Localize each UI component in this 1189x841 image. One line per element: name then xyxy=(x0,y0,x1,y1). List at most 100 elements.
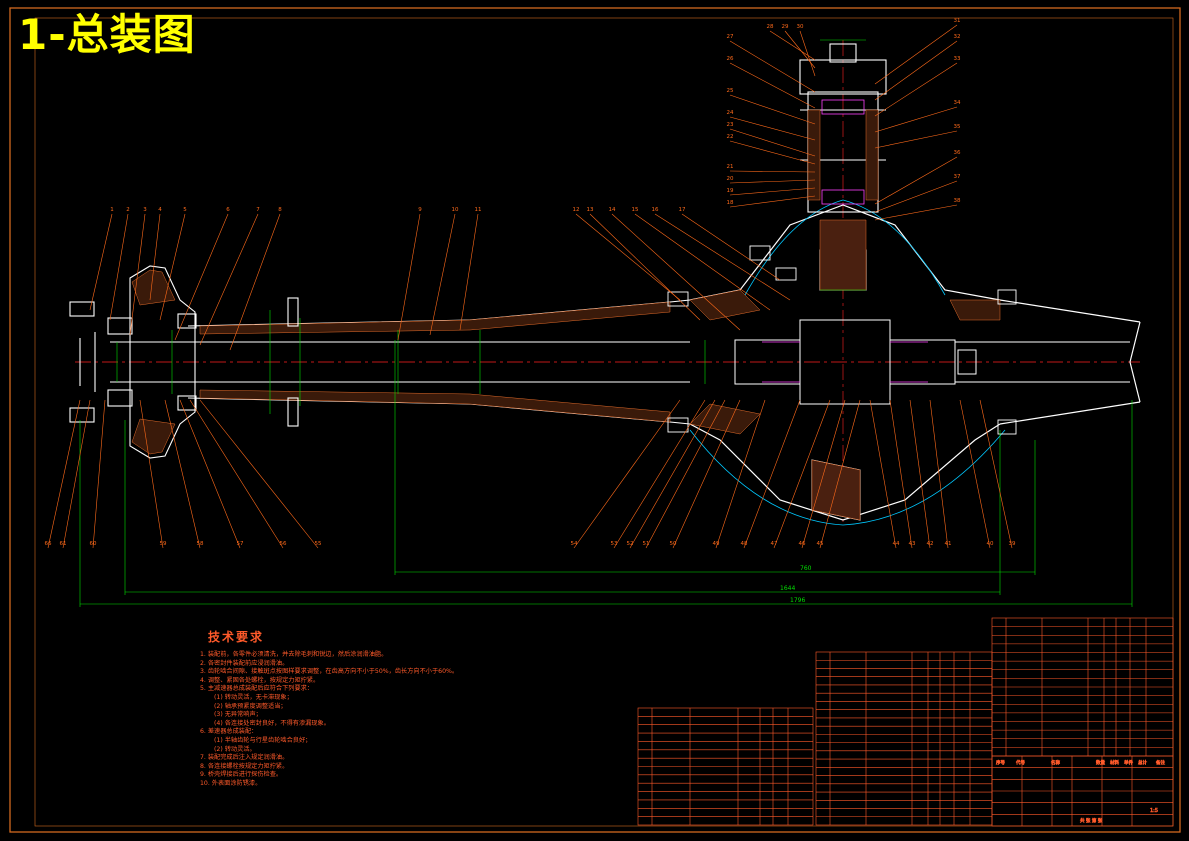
leader-line xyxy=(672,399,741,549)
part-balloon: 33 xyxy=(954,56,961,62)
leader-line xyxy=(874,180,958,213)
leader-line xyxy=(729,94,816,125)
sheet-inner-border xyxy=(34,17,1174,827)
part-balloon: 29 xyxy=(782,24,789,30)
part-balloon: 48 xyxy=(741,541,748,547)
leader-line xyxy=(139,399,164,549)
part-balloon: 4 xyxy=(158,207,162,213)
part-balloon: 30 xyxy=(797,24,804,30)
leader-line xyxy=(129,213,146,336)
leader-line xyxy=(729,195,816,208)
leader-line xyxy=(62,399,91,549)
tech-requirement-line: (3) 无异常响声； xyxy=(214,711,262,719)
part-balloon: 3 xyxy=(143,207,147,213)
leader-line xyxy=(174,213,229,341)
overall-dimension-lines xyxy=(79,340,1133,607)
part-balloon: 12 xyxy=(573,207,580,213)
part-balloon: 35 xyxy=(954,124,961,130)
leader-line xyxy=(874,40,958,101)
part-balloon: 24 xyxy=(727,110,734,116)
scale-value: 1:5 xyxy=(1150,808,1158,814)
part-balloon: 66 xyxy=(45,541,52,547)
tech-requirement-line: 4. 调整、紧固各处螺栓，按规定力矩拧紧。 xyxy=(200,676,320,684)
parts-list: 序号代号名称数量材料单件总计备注1:5共 张 第 张 xyxy=(637,617,1174,827)
part-balloon: 36 xyxy=(954,150,961,156)
tech-requirement-line: (1) 转动灵活，无卡滞现象； xyxy=(214,693,293,701)
leader-line xyxy=(611,213,741,331)
part-balloon: 9 xyxy=(418,207,422,213)
leader-line xyxy=(613,399,706,549)
leader-line xyxy=(801,399,846,549)
part-balloon: 58 xyxy=(197,541,204,547)
table-header-cell: 备注 xyxy=(1156,759,1165,766)
leader-lines xyxy=(47,24,1013,549)
leader-line xyxy=(769,30,816,61)
leader-line xyxy=(92,399,106,549)
part-balloon: 56 xyxy=(280,541,287,547)
part-balloon: 11 xyxy=(475,207,482,213)
drawing-title: 1-总装图 xyxy=(18,10,196,59)
leader-line xyxy=(573,399,681,549)
leader-line xyxy=(164,399,201,549)
leader-line xyxy=(89,213,113,311)
tech-requirement-line: (2) 转动灵活。 xyxy=(214,745,256,753)
part-balloon: 60 xyxy=(90,541,97,547)
part-balloon: 53 xyxy=(611,541,618,547)
tech-requirements-title: 技术要求 xyxy=(208,630,265,644)
axle-housing-hatch xyxy=(199,301,671,423)
part-balloon: 26 xyxy=(727,56,734,62)
housing-arc-cyan xyxy=(689,199,1006,526)
tech-requirements-list: 1. 装配前，各零件必须清洗，并去除毛刺和锐边，然后涂润滑油脂。2. 各密封件装… xyxy=(200,651,580,789)
part-balloon: 44 xyxy=(893,541,900,547)
pinion-bearings xyxy=(821,99,865,205)
leader-line xyxy=(149,213,161,301)
leader-line xyxy=(869,399,897,549)
tech-requirement-line: 9. 桥壳焊接后进行探伤检查。 xyxy=(200,771,283,779)
part-balloon: 54 xyxy=(571,541,578,547)
leader-line xyxy=(979,399,1013,549)
gear-hatch xyxy=(811,219,867,521)
leader-line xyxy=(229,213,281,351)
part-balloon: 10 xyxy=(452,207,459,213)
leader-line xyxy=(959,399,991,549)
part-balloon: 13 xyxy=(587,207,594,213)
table-header-cell: 单件 xyxy=(1124,759,1133,766)
hub-hatch xyxy=(131,269,176,455)
leader-line xyxy=(629,399,716,549)
part-balloon: 19 xyxy=(727,188,734,194)
housing-bolts xyxy=(667,245,1017,435)
part-balloon: 8 xyxy=(278,207,282,213)
leader-line xyxy=(729,40,816,93)
part-balloon: 55 xyxy=(315,541,322,547)
part-balloon: 38 xyxy=(954,198,961,204)
leader-line xyxy=(874,130,958,149)
part-balloon: 51 xyxy=(643,541,650,547)
part-balloon: 2 xyxy=(126,207,130,213)
leader-line xyxy=(889,399,913,549)
leader-line xyxy=(189,399,284,549)
dim-overall-3: 760 xyxy=(800,565,812,572)
part-balloon: 23 xyxy=(727,122,734,128)
leader-line xyxy=(874,24,958,85)
dim-overall-1: 1644 xyxy=(780,585,795,592)
leader-line xyxy=(645,399,726,549)
leader-line xyxy=(743,399,801,549)
tech-requirement-line: 7. 装配完成后注入规定润滑油。 xyxy=(200,754,289,762)
part-balloon: 42 xyxy=(927,541,934,547)
part-balloon: 27 xyxy=(727,34,734,40)
wheel-hub xyxy=(69,265,197,459)
part-balloon: 61 xyxy=(60,541,67,547)
leader-line xyxy=(575,213,681,301)
leader-line xyxy=(729,116,816,141)
leader-line xyxy=(681,213,781,281)
table-header-cell: 总计 xyxy=(1138,759,1147,766)
leader-line xyxy=(909,399,931,549)
tech-requirement-line: 6. 差速器总成装配： xyxy=(200,728,258,736)
leader-line xyxy=(874,106,958,133)
table-header-cell: 数量 xyxy=(1096,759,1105,766)
tech-requirement-line: 5. 主减速器总成装配后应符合下列要求： xyxy=(200,685,314,693)
part-balloon: 20 xyxy=(727,176,734,182)
leader-line xyxy=(159,213,186,321)
